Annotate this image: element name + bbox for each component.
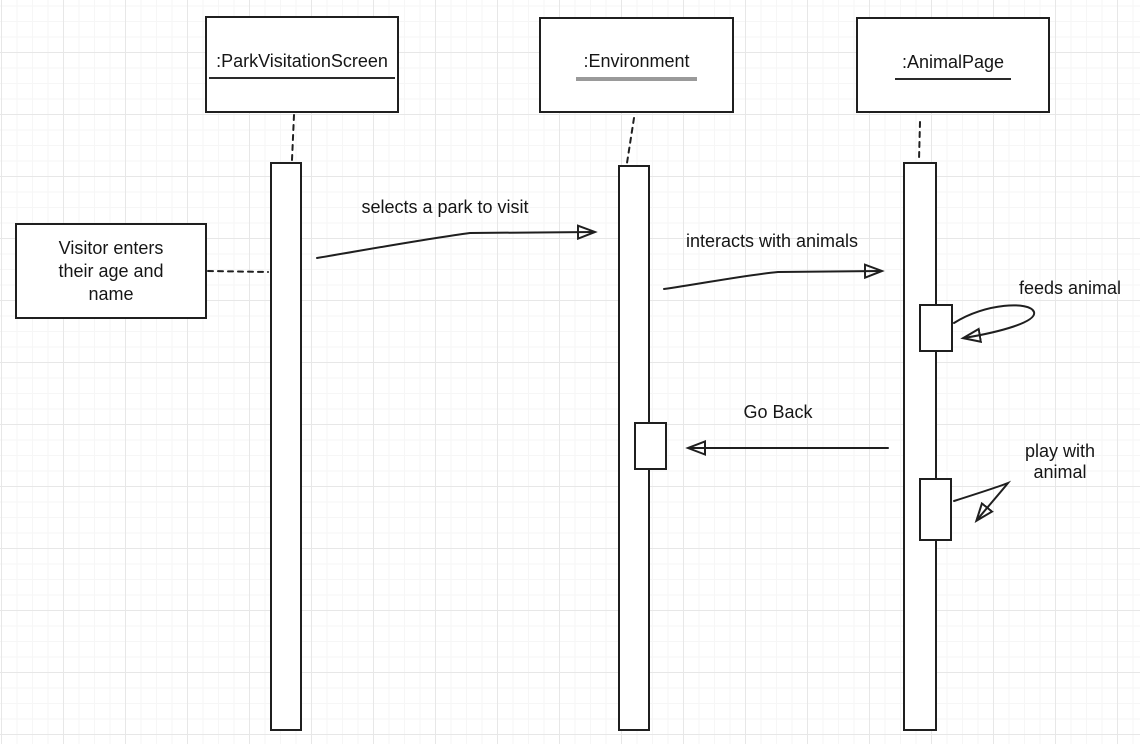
lifeline-head-environment[interactable]: :Environment	[539, 17, 734, 113]
message-arrow-play-with-animal-self-loop[interactable]	[953, 480, 1012, 523]
message-label-interacts-with-animals: interacts with animals	[685, 231, 859, 251]
activation-rect-feeds-animal[interactable]	[919, 304, 953, 352]
lifeline-label-environment: :Environment	[576, 50, 697, 81]
message-arrow-feeds-animal-self-loop[interactable]	[953, 304, 1036, 344]
activation-bar-animal-page[interactable]	[903, 162, 937, 731]
lifeline-label-park-visitation-screen: :ParkVisitationScreen	[209, 50, 395, 79]
lifeline-head-animal-page[interactable]: :AnimalPage	[856, 17, 1050, 113]
message-label-selects-park: selects a park to visit	[361, 197, 529, 217]
lifeline-stub-environment[interactable]	[626, 117, 635, 164]
activation-rect-play-with-animal[interactable]	[919, 478, 952, 541]
message-label-feeds-animal: feeds animal	[1018, 278, 1122, 298]
message-label-go-back: Go Back	[743, 402, 813, 422]
note-connector[interactable]	[207, 270, 269, 273]
lifeline-stub-animal-page[interactable]	[918, 121, 921, 161]
activation-rect-go-back[interactable]	[634, 422, 667, 470]
lifeline-head-park-visitation-screen[interactable]: :ParkVisitationScreen	[205, 16, 399, 113]
activation-bar-park-visitation-screen[interactable]	[270, 162, 302, 731]
note-visitor-info[interactable]: Visitor enters their age and name	[15, 223, 207, 319]
lifeline-stub-park-visitation-screen[interactable]	[291, 114, 295, 161]
note-text: Visitor enters their age and name	[58, 237, 164, 304]
lifeline-label-animal-page: :AnimalPage	[894, 51, 1012, 80]
message-arrow-selects-park[interactable]	[316, 224, 598, 259]
message-arrow-interacts-with-animals[interactable]	[663, 263, 885, 290]
message-label-play-with-animal: play with animal	[1024, 441, 1096, 482]
